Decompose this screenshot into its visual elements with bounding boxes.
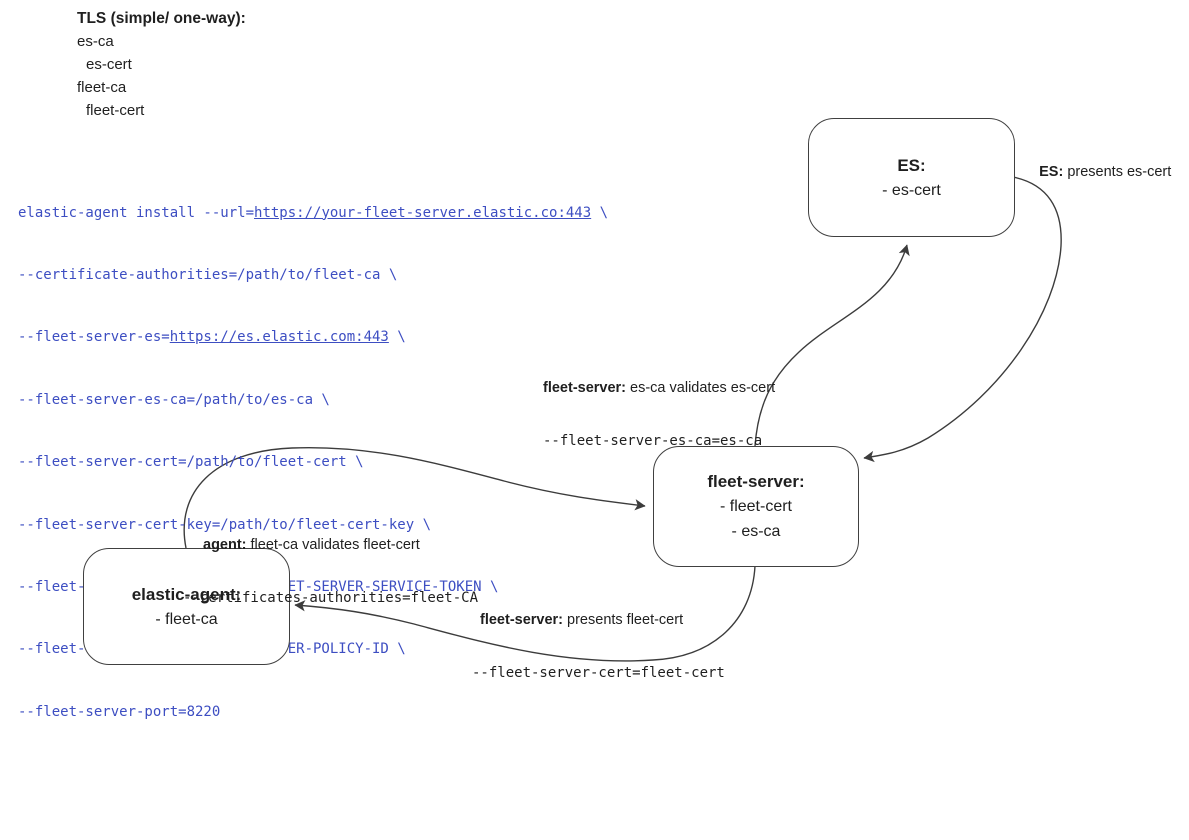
command-line: --fleet-server-cert=/path/to/fleet-cert … xyxy=(18,454,364,471)
node-es-item: - es-cert xyxy=(882,181,941,199)
label-code: --fleet-server-es-ca=es-ca xyxy=(543,432,763,449)
label-es-presents-es-cert: ES: presents es-cert xyxy=(1023,146,1171,199)
node-fleet-server-title: fleet-server: xyxy=(707,472,805,491)
command-text: \ xyxy=(591,204,609,221)
label-line: fleet-server: es-ca validates es-cert xyxy=(543,380,775,398)
command-line: --fleet-server-cert-key=/path/to/fleet-c… xyxy=(18,516,432,533)
legend-item-fleet-cert: fleet-cert xyxy=(86,102,145,119)
arrow-fleet-server-to-agent xyxy=(294,565,756,662)
node-fleet-server-item: - es-ca xyxy=(731,523,781,540)
node-es: ES: - es-cert xyxy=(808,118,1015,237)
label-line: agent: fleet-ca validates fleet-cert xyxy=(183,537,478,555)
label-text: presents fleet-cert xyxy=(563,612,684,628)
command-line: elastic-agent install --url=https://your… xyxy=(18,203,608,224)
label-bold: fleet-server: xyxy=(480,612,564,628)
legend-item-es-cert: es-cert xyxy=(86,56,132,73)
label-text: es-ca validates es-cert xyxy=(626,380,776,396)
arrow-es-to-fleet-server xyxy=(863,176,1062,463)
label-text: presents es-cert xyxy=(1063,163,1172,180)
arrow-fleet-server-to-es xyxy=(754,244,910,447)
label-bold: agent: xyxy=(203,537,247,553)
label-line: fleet-server: presents fleet-cert xyxy=(472,612,725,630)
node-elastic-agent-item: - fleet-ca xyxy=(155,610,218,628)
command-text: \ xyxy=(388,329,406,346)
node-fleet-server: fleet-server: - fleet-cert - es-ca xyxy=(653,446,859,567)
command-line: --certificate-authorities=/path/to/fleet… xyxy=(18,266,398,283)
label-agent-validates-fleet-cert: agent: fleet-ca validates fleet-cert --c… xyxy=(183,502,478,642)
legend-item-es-ca: es-ca xyxy=(77,33,114,50)
label-fleet-server-presents-fleet-cert: fleet-server: presents fleet-cert --flee… xyxy=(472,577,725,717)
label-fleet-server-validates-es-cert: fleet-server: es-ca validates es-cert --… xyxy=(543,345,775,485)
node-es-title: ES: xyxy=(897,155,926,175)
tls-legend: TLS (simple/ one-way): es-ca es-cert fle… xyxy=(77,7,246,122)
node-fleet-server-item: - fleet-cert xyxy=(719,498,792,515)
label-bold: fleet-server: xyxy=(543,380,627,396)
label-code: --certificates-authorities=fleet-CA xyxy=(183,589,479,606)
label-code: --fleet-server-cert=fleet-cert xyxy=(472,664,725,681)
node-elastic-agent-title: elastic-agent: xyxy=(131,584,242,604)
es-url-link[interactable]: https://es.elastic.com:443 xyxy=(169,329,389,346)
arrow-agent-to-fleet-server xyxy=(183,446,646,549)
fleet-server-url-link[interactable]: https://your-fleet-server.elastic.co:443 xyxy=(254,204,592,221)
legend-item-fleet-ca: fleet-ca xyxy=(77,79,127,96)
command-text: --fleet-server-es= xyxy=(18,329,170,346)
node-elastic-agent: elastic-agent: - fleet-ca xyxy=(83,548,290,665)
command-line: --fleet-server-port=8220 xyxy=(18,703,221,720)
command-line: --fleet-server-es-ca=/path/to/es-ca \ xyxy=(18,391,330,408)
label-bold: ES: xyxy=(1039,163,1064,180)
label-text: fleet-ca validates fleet-cert xyxy=(246,537,420,553)
command-line: --fleet-server-es=https://es.elastic.com… xyxy=(18,327,608,348)
command-text: elastic-agent install --url= xyxy=(18,204,255,221)
legend-title: TLS (simple/ one-way): xyxy=(77,10,246,27)
